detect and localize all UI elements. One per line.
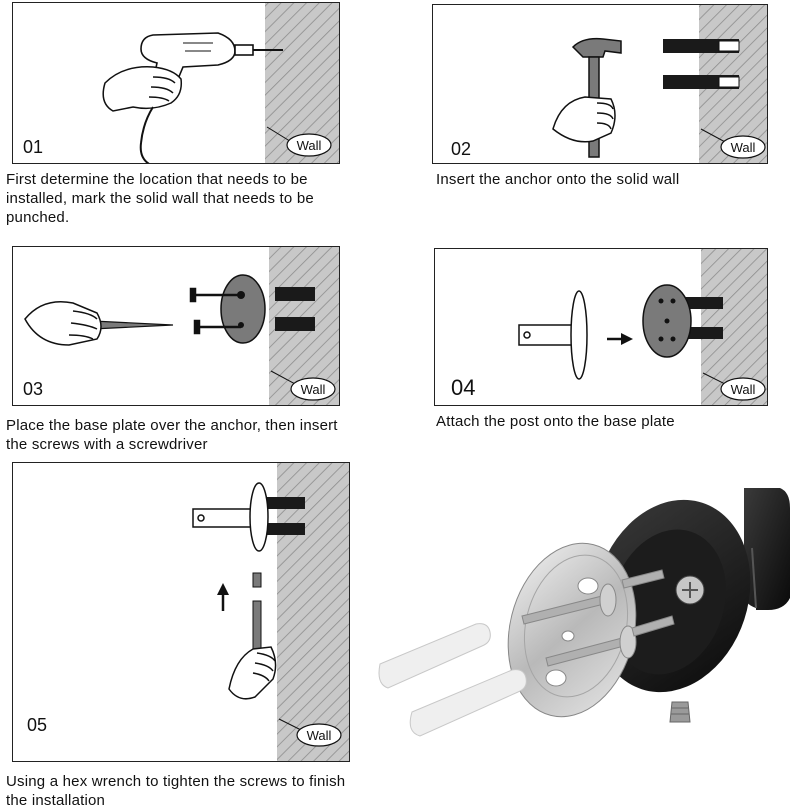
anchor-icon: [275, 287, 315, 331]
wall-tag: Wall: [270, 370, 336, 401]
svg-text:Wall: Wall: [731, 382, 756, 397]
svg-text:Wall: Wall: [297, 138, 322, 153]
step-02-panel: Wall 02: [432, 4, 768, 164]
svg-text:Wall: Wall: [731, 140, 756, 155]
step-01-illustration: Wall: [102, 3, 339, 163]
screw-icon: [521, 569, 675, 667]
step-03-illustration: Wall: [24, 247, 339, 405]
post-icon: [518, 290, 588, 380]
screw-icon: [189, 287, 241, 335]
wall-tag: Wall: [702, 372, 766, 401]
hand-icon: [228, 646, 277, 700]
hardware-parts-photo: [378, 488, 790, 737]
step-01-panel: Wall 01: [12, 2, 340, 164]
anchor-icon: [663, 39, 740, 89]
base-plate-icon: [220, 274, 266, 344]
set-screw-icon: [669, 701, 691, 723]
hand-icon: [24, 301, 102, 346]
step-05-caption: Using a hex wrench to tighten the screws…: [6, 773, 346, 809]
hex-wrench-icon: [252, 572, 262, 652]
base-plate-icon: [642, 284, 692, 358]
step-03-caption: Place the base plate over the anchor, th…: [6, 417, 338, 453]
step-number: 03: [23, 379, 44, 399]
svg-text:Wall: Wall: [307, 728, 332, 743]
wall: [277, 463, 349, 761]
arrow-right-icon: [607, 333, 633, 345]
black-hook-post: [744, 488, 790, 610]
post-icon: [192, 482, 269, 552]
wall-tag: Wall: [266, 126, 332, 157]
anchor-icon: [683, 297, 723, 339]
step-02-caption: Insert the anchor onto the solid wall: [436, 171, 680, 188]
power-cord: [139, 106, 154, 163]
step-02-illustration: Wall: [552, 5, 767, 163]
step-number: 05: [27, 715, 48, 735]
step-number: 01: [23, 137, 44, 157]
svg-text:Wall: Wall: [301, 382, 326, 397]
step-05-panel: Wall 05: [12, 462, 350, 762]
screwdriver-icon: [92, 320, 174, 330]
step-05-illustration: Wall: [192, 463, 349, 761]
step-number: 04: [451, 375, 476, 400]
step-04-panel: Wall 04: [434, 248, 768, 406]
step-04-illustration: Wall: [518, 249, 767, 405]
hand-icon: [102, 66, 183, 112]
plastic-anchor-icon: [378, 623, 527, 737]
step-04-caption: Attach the post onto the base plate: [436, 413, 675, 430]
step-01-caption: First determine the location that needs …: [6, 171, 314, 226]
hand-icon: [552, 96, 616, 143]
arrow-up-icon: [217, 583, 229, 611]
wall-tag: Wall: [278, 718, 342, 747]
step-number: 02: [451, 139, 472, 159]
wall-tag: Wall: [700, 128, 766, 159]
step-03-panel: Wall 03: [12, 246, 340, 406]
anchor-icon: [263, 497, 305, 535]
